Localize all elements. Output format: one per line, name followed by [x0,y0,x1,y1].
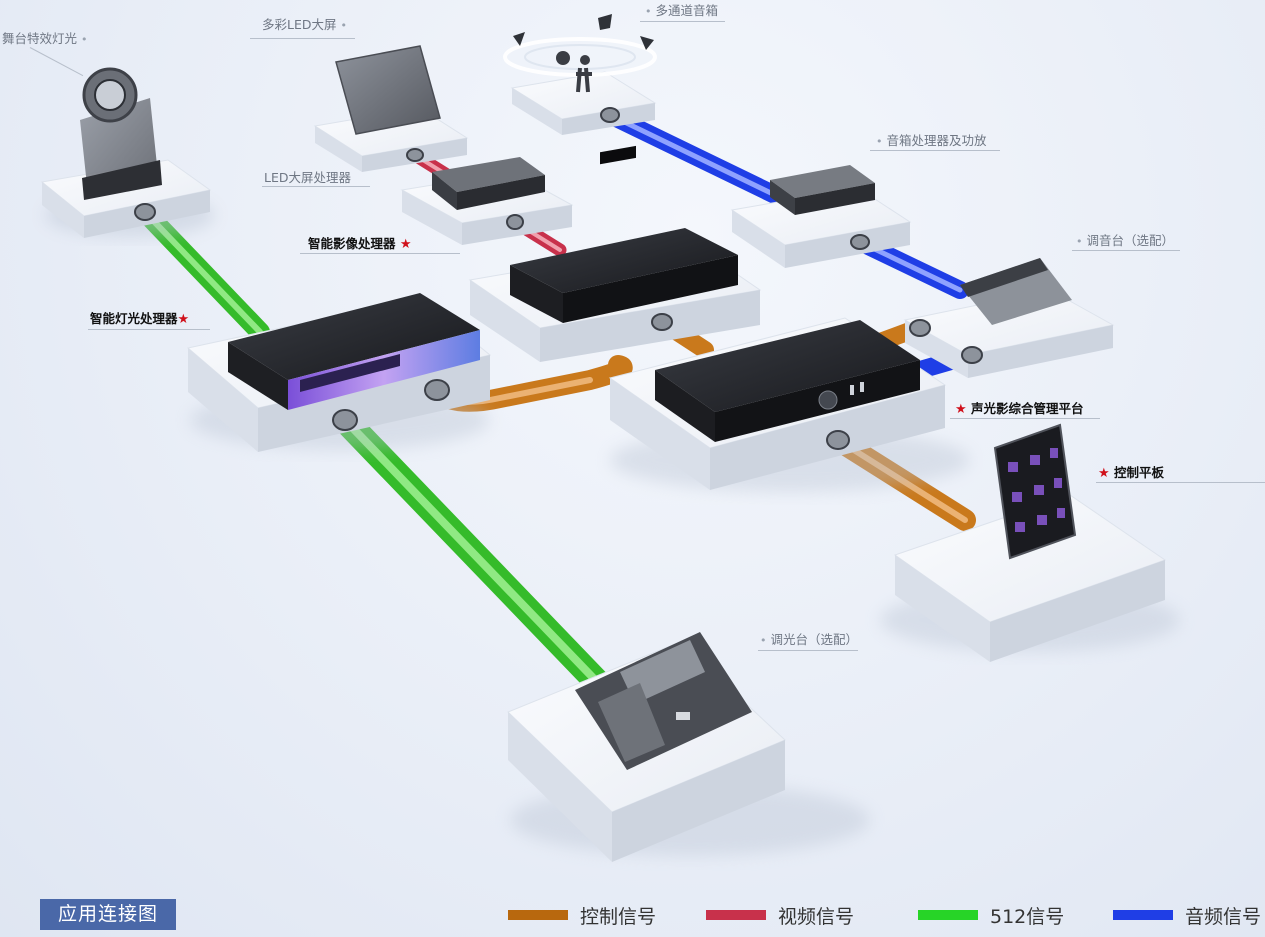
leader-mixer [1072,250,1180,251]
legend-swatch-512 [918,910,978,920]
label-speaker-amp: • 音箱处理器及功放 [876,133,987,148]
leader-led-screen [250,38,355,39]
legend-label-video: 视频信号 [778,905,855,928]
management-platform-device [655,320,920,442]
label-led-processor: LED大屏处理器 [264,170,351,185]
leader-dimmer [758,650,858,651]
platform-tablet [880,494,1180,662]
label-video-processor: 智能影像处理器 ★ [308,236,412,252]
ports [134,107,983,450]
leader-led-processor [262,186,370,187]
legend-label-512: 512信号 [990,905,1065,928]
moving-head-light [80,67,162,200]
label-speakers: • 多通道音箱 [645,3,718,18]
leader-light-processor [88,329,210,330]
multichannel-speakers [503,14,657,93]
legend-label-control: 控制信号 [580,905,657,928]
label-platform: ★ 声光影综合管理平台 [955,401,1084,417]
leader-video-processor [300,253,460,254]
legend-audio: 音频信号 [1113,903,1262,928]
led-screen [335,45,441,135]
legend-control: 控制信号 [508,903,657,928]
platform-speaker-amp [730,187,912,268]
control-tablet [993,423,1077,560]
speaker-amplifier [770,165,875,215]
platform-mixer [903,289,1115,378]
mixing-console [960,258,1072,325]
label-mixer: • 调音台（选配） [1076,233,1174,248]
dimmer-console [575,632,752,770]
diagram-title: 应用连接图 [40,899,176,930]
light-processor-device [228,293,480,410]
label-light-processor: 智能灯光处理器★ [90,311,190,327]
legend-label-audio: 音频信号 [1185,905,1262,928]
devices [80,14,1077,770]
legend-video: 视频信号 [706,903,855,928]
legend-swatch-control [508,910,568,920]
image-processor-device [510,145,738,323]
leader-speaker-amp [870,150,1000,151]
platform-stage-light [40,159,215,238]
legend-512: 512信号 [918,903,1065,928]
label-stage-light: 舞台特效灯光 • [2,31,88,46]
label-dimmer: • 调光台（选配） [760,632,858,647]
label-tablet: ★ 控制平板 [1098,465,1165,481]
leader-platform [950,418,1100,419]
label-led-screen: 多彩LED大屏 • [262,17,347,32]
leader-speakers [640,21,725,22]
leader-tablet [1096,482,1265,483]
led-processor [432,157,545,210]
legend-swatch-audio [1113,910,1173,920]
legend-swatch-video [706,910,766,920]
